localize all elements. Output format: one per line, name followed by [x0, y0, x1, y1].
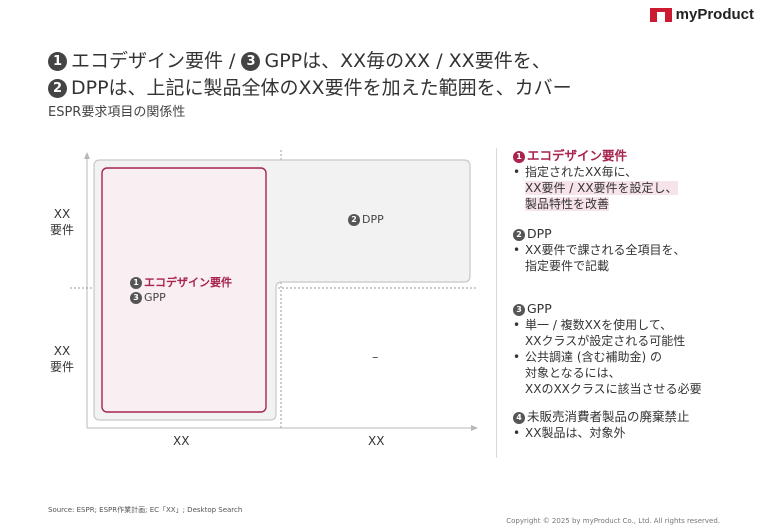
dpp-label-text: DPP	[362, 213, 384, 226]
panel-gpp-b2-line1: 公共調達 (含む補助金) の	[525, 350, 662, 364]
title-part-b: GPPは、XX毎のXX / XX要件を、	[264, 50, 551, 72]
panel-ban-title: 未販売消費者製品の廃棄禁止	[527, 409, 690, 424]
panel-gpp-bullet-2: 公共調達 (含む補助金) の	[513, 349, 702, 365]
dpp-number-badge: 2	[348, 214, 360, 226]
brand-name: myProduct	[675, 6, 754, 23]
gpp-number-badge: 3	[130, 292, 142, 304]
x-label-left: XX	[173, 434, 190, 448]
y-label-lower: XX 要件	[40, 343, 84, 375]
x-axis-arrow-icon	[471, 425, 478, 431]
number-badge-2: 2	[48, 79, 67, 98]
y-label-lower-line2: 要件	[49, 360, 74, 374]
page-subtitle: ESPR要求項目の関係性	[48, 105, 186, 120]
eco-design-region	[101, 167, 267, 413]
dpp-region	[93, 159, 471, 421]
panel-gpp-badge: 3	[513, 303, 525, 316]
eco-label-text: エコデザイン要件	[144, 276, 232, 289]
panel-gpp-bullet-1: 単一 / 複数XXを使用して、	[513, 317, 702, 333]
y-label-upper-line2: 要件	[49, 223, 74, 237]
empty-quadrant-mark: –	[372, 350, 379, 365]
y-label-upper-line1: XX	[53, 207, 71, 221]
gpp-label-text: GPP	[144, 291, 166, 304]
panel-gpp-b1-cont: XXクラスが設定される可能性	[513, 333, 702, 349]
panel-eco-badge: 1	[513, 150, 525, 163]
panel-ban-badge: 4	[513, 411, 525, 424]
y-label-lower-line1: XX	[53, 344, 71, 358]
number-badge-3: 3	[241, 52, 261, 71]
panel-gpp-title: GPP	[527, 301, 552, 316]
brand-logo: myProduct	[649, 6, 754, 23]
panel-gpp-b2-line3: XXのXXクラスに該当させる必要	[525, 382, 702, 396]
source-note: Source: ESPR; ESPR作業計画; EC「XX」; Desktop …	[48, 506, 243, 514]
panel-dpp-badge: 2	[513, 228, 525, 241]
panel-eco-line1: 指定されたXX毎に、	[525, 165, 638, 179]
panel-dpp-line1: XX要件で課される全項目を、	[525, 243, 686, 257]
panel-eco-line3: 製品特性を改善	[525, 197, 610, 211]
panel-gpp-b2-cont-2: XXのXXクラスに該当させる必要	[513, 381, 702, 397]
panel-ban-line1: XX製品は、対象外	[525, 426, 626, 440]
panel-eco-cont-3: 製品特性を改善	[513, 196, 678, 212]
panel-gpp-b1-line1: 単一 / 複数XXを使用して、	[525, 318, 673, 332]
logo-mark-icon	[649, 7, 672, 22]
number-badge-1: 1	[48, 52, 67, 71]
y-axis-arrow-icon	[84, 152, 90, 159]
panel-eco-line2: XX要件 / XX要件を設定し、	[525, 181, 678, 195]
title-part-a: エコデザイン要件 /	[71, 50, 242, 72]
panel-gpp-b2-line2: 対象となるには、	[525, 366, 621, 380]
eco-number-badge: 1	[130, 277, 142, 289]
panel-gpp-b1-line2: XXクラスが設定される可能性	[525, 334, 686, 348]
panel-dpp-line2: 指定要件で記載	[525, 259, 610, 273]
panel-eco-title: エコデザイン要件	[527, 148, 628, 163]
title-part-c: DPPは、上記に製品全体のXX要件を加えた範囲を、カバー	[71, 77, 572, 99]
panel-gpp-b2-cont-1: 対象となるには、	[513, 365, 702, 381]
panel-ban-bullet: XX製品は、対象外	[513, 425, 690, 441]
panel-dpp-bullet: XX要件で課される全項目を、	[513, 242, 685, 258]
x-label-right: XX	[368, 434, 385, 448]
panel-dpp-title: DPP	[527, 226, 552, 241]
panel-dpp-cont: 指定要件で記載	[513, 258, 685, 274]
copyright-notice: Copyright © 2025 by myProduct Co., Ltd. …	[506, 517, 720, 525]
y-label-upper: XX 要件	[40, 206, 84, 238]
panel-eco-bullet: 指定されたXX毎に、	[513, 164, 678, 180]
panel-eco-cont-2: XX要件 / XX要件を設定し、	[513, 180, 678, 196]
